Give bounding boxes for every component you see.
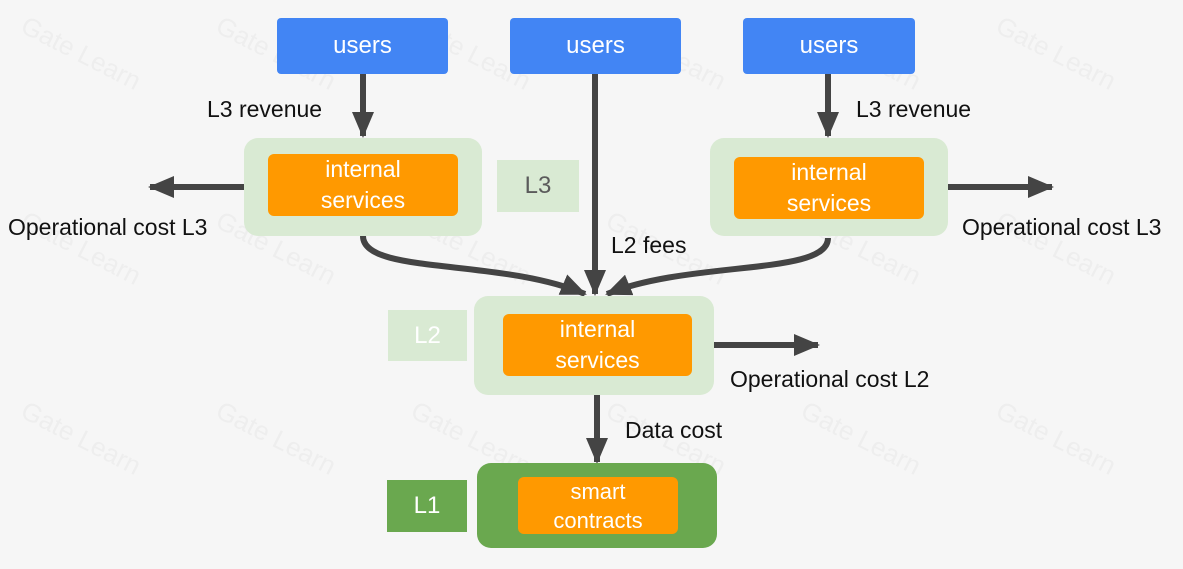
arrow-left-services-to-l2	[360, 235, 587, 297]
users-box-center: users	[510, 18, 681, 74]
label-operational-cost-l2: Operational cost L2	[730, 366, 930, 392]
layer-label-l1: L1	[387, 480, 467, 532]
users-box-left: users	[277, 18, 448, 74]
l1-smart-contracts: smart contracts	[518, 477, 678, 534]
label-operational-cost-l3-right: Operational cost L3	[962, 214, 1162, 240]
layer-label-l2: L2	[388, 310, 467, 361]
users-box-right: users	[743, 18, 915, 74]
label-data-cost: Data cost	[625, 417, 723, 443]
l3-internal-services-left: internal services	[268, 154, 458, 216]
label-operational-cost-l3-left: Operational cost L3	[8, 214, 208, 240]
l2-internal-services: internal services	[503, 314, 692, 376]
label-l2-fees: L2 fees	[611, 232, 687, 258]
label-l3-revenue-left: L3 revenue	[207, 96, 323, 122]
l3-internal-services-right: internal services	[734, 157, 924, 219]
layer-label-l3: L3	[497, 160, 579, 212]
arrow-right-services-to-l2	[605, 237, 831, 297]
label-l3-revenue-right: L3 revenue	[856, 96, 972, 122]
